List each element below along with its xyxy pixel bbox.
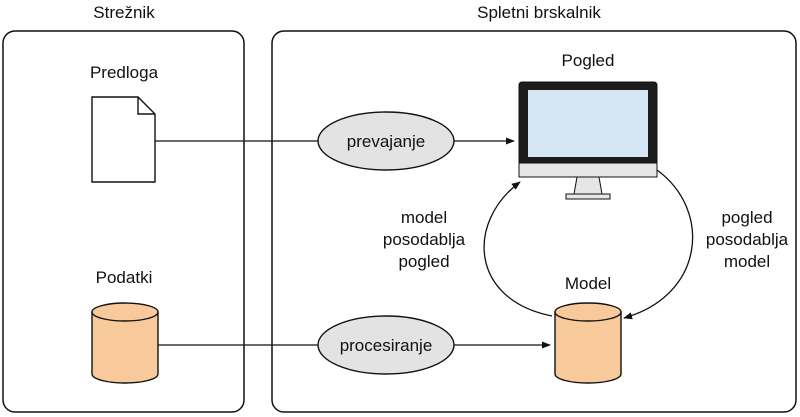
model-updates-view-arrow [483,181,553,317]
cycle-right-line-1: pogled [721,208,772,227]
template-label: Predloga [90,63,159,82]
cycle-right-line-3: model [724,252,770,271]
browser-panel [271,30,797,413]
model-cylinder-icon [554,302,622,384]
cycle-right-line-2: posodablja [706,230,789,249]
server-panel [2,30,245,413]
cycle-left-line-3: pogled [398,252,449,271]
document-icon [91,96,156,183]
process-node: procesiranje [317,315,455,375]
browser-panel-title: Spletni brskalnik [477,3,601,22]
cycle-left-line-1: model [401,208,447,227]
model-updates-view-text: model posodablja pogled [383,208,466,271]
process-label: procesiranje [340,336,433,355]
compile-node: prevajanje [317,111,455,171]
database-cylinder-icon [91,302,159,384]
monitor-icon [518,81,658,200]
server-panel-title: Strežnik [93,3,155,22]
model-label: Model [565,274,611,293]
data-label: Podatki [96,268,153,287]
view-updates-model-text: pogled posodablja model [706,208,789,271]
view-label: Pogled [562,51,615,70]
cycle-left-line-2: posodablja [383,230,466,249]
compile-label: prevajanje [347,132,425,151]
view-updates-model-arrow [623,169,694,320]
